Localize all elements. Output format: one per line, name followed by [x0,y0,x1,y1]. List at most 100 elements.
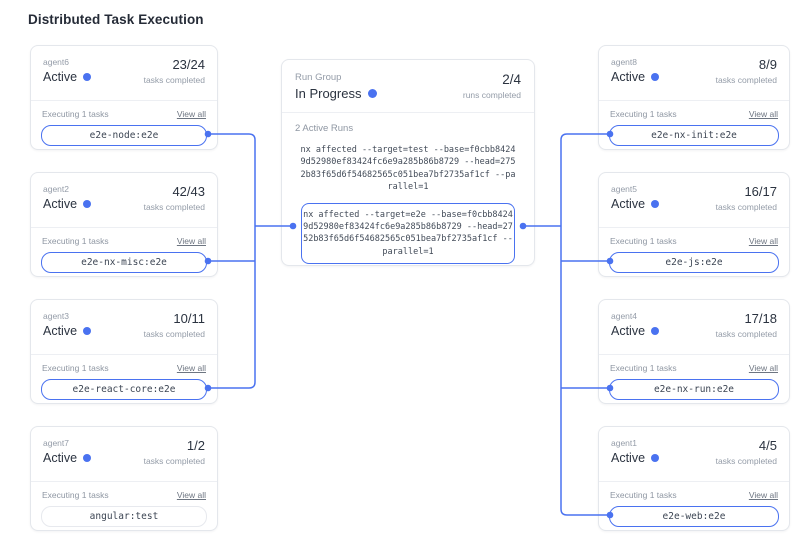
executing-task-pill[interactable]: e2e-nx-misc:e2e [41,252,207,273]
tasks-progress-label: tasks completed [715,456,777,466]
run-command-e2e[interactable]: nx affected --target=e2e --base=f0cbb842… [300,202,516,265]
page-title: Distributed Task Execution [28,12,204,27]
executing-task-pill[interactable]: e2e-nx-run:e2e [609,379,779,400]
run-group-status-label: In Progress [295,86,362,101]
agent-card-agent3: agent3 Active 10/11 tasks completed Exec… [30,299,218,404]
agent-name: agent7 [43,438,69,448]
view-all-link[interactable]: View all [748,236,778,246]
active-status-dot-icon [651,200,660,208]
agent-card-header: agent6 Active 23/24 tasks completed [31,46,217,101]
agent-status-label: Active [611,451,646,465]
tasks-progress: 4/5 [758,438,777,453]
agent-card-agent1: agent1 Active 4/5 tasks completed Execut… [598,426,790,531]
run-group-body: 2 Active Runs nx affected --target=test … [282,113,534,265]
agent-card-footer: Executing 1 tasks View all e2e-react-cor… [31,355,217,400]
view-all-link[interactable]: View all [748,363,778,373]
tasks-progress-label: tasks completed [143,75,205,85]
view-all-link[interactable]: View all [176,363,206,373]
view-all-link[interactable]: View all [176,490,206,500]
executing-label: Executing 1 tasks [610,109,677,119]
executing-label: Executing 1 tasks [42,109,109,119]
executing-task-pill[interactable]: e2e-js:e2e [609,252,779,273]
agent-name: agent4 [611,311,637,321]
active-runs-label: 2 Active Runs [295,123,354,134]
run-group-header: Run Group In Progress 2/4 runs completed [282,60,534,113]
runs-progress: 2/4 [502,72,521,87]
run-command-test[interactable]: nx affected --target=test --base=f0cbb84… [300,145,516,193]
executing-task-pill[interactable]: angular:test [41,506,207,527]
active-status-dot-icon [651,454,660,462]
tasks-progress: 10/11 [173,311,205,326]
tasks-progress: 16/17 [744,184,777,199]
executing-label: Executing 1 tasks [42,236,109,246]
agent-card-footer: Executing 1 tasks View all angular:test [31,482,217,527]
executing-task-pill[interactable]: e2e-web:e2e [609,506,779,527]
agent-name: agent8 [611,57,637,67]
agent-card-footer: Executing 1 tasks View all e2e-node:e2e [31,101,217,146]
agent-status-label: Active [611,70,646,84]
agent-card-footer: Executing 1 tasks View all e2e-nx-init:e… [599,101,789,146]
agent-status: Active [43,324,92,338]
agent-card-header: agent3 Active 10/11 tasks completed [31,300,217,355]
active-status-dot-icon [651,73,660,81]
agent-card-footer: Executing 1 tasks View all e2e-nx-misc:e… [31,228,217,273]
active-status-dot-icon [651,327,660,335]
tasks-progress-label: tasks completed [715,202,777,212]
tasks-progress-label: tasks completed [143,456,205,466]
agent-name: agent1 [611,438,637,448]
agent-card-header: agent1 Active 4/5 tasks completed [599,427,789,482]
agent-card-agent7: agent7 Active 1/2 tasks completed Execut… [30,426,218,531]
tasks-progress-label: tasks completed [143,329,205,339]
agent-card-agent4: agent4 Active 17/18 tasks completed Exec… [598,299,790,404]
agent-card-header: agent4 Active 17/18 tasks completed [599,300,789,355]
view-all-link[interactable]: View all [176,236,206,246]
run-group-label: Run Group [295,72,342,83]
tasks-progress-label: tasks completed [143,202,205,212]
active-status-dot-icon [83,327,92,335]
agent-card-header: agent8 Active 8/9 tasks completed [599,46,789,101]
executing-label: Executing 1 tasks [42,490,109,500]
agent-name: agent2 [43,184,69,194]
agent-card-header: agent2 Active 42/43 tasks completed [31,173,217,228]
agent-status: Active [611,197,660,211]
agent-name: agent5 [611,184,637,194]
executing-label: Executing 1 tasks [42,363,109,373]
agent-name: agent3 [43,311,69,321]
agent-status-label: Active [43,324,78,338]
agent-card-agent5: agent5 Active 16/17 tasks completed Exec… [598,172,790,277]
agent-card-agent6: agent6 Active 23/24 tasks completed Exec… [30,45,218,150]
agent-status-label: Active [43,197,78,211]
agent-status: Active [43,70,92,84]
executing-task-pill[interactable]: e2e-react-core:e2e [41,379,207,400]
agent-card-footer: Executing 1 tasks View all e2e-nx-run:e2… [599,355,789,400]
agent-status-label: Active [611,324,646,338]
tasks-progress: 42/43 [172,184,205,199]
agent-card-header: agent7 Active 1/2 tasks completed [31,427,217,482]
executing-label: Executing 1 tasks [610,490,677,500]
run-group-status: In Progress [295,86,378,101]
active-status-dot-icon [83,73,92,81]
agent-status: Active [611,70,660,84]
agent-status-label: Active [43,70,78,84]
agent-status-label: Active [611,197,646,211]
agent-card-agent2: agent2 Active 42/43 tasks completed Exec… [30,172,218,277]
agent-card-footer: Executing 1 tasks View all e2e-js:e2e [599,228,789,273]
view-all-link[interactable]: View all [176,109,206,119]
active-status-dot-icon [83,454,92,462]
executing-task-pill[interactable]: e2e-nx-init:e2e [609,125,779,146]
active-status-dot-icon [83,200,92,208]
agent-status-label: Active [43,451,78,465]
executing-task-pill[interactable]: e2e-node:e2e [41,125,207,146]
agent-status: Active [43,451,92,465]
tasks-progress: 8/9 [758,57,777,72]
agent-status: Active [611,451,660,465]
agent-status: Active [611,324,660,338]
agent-card-agent8: agent8 Active 8/9 tasks completed Execut… [598,45,790,150]
tasks-progress-label: tasks completed [715,329,777,339]
view-all-link[interactable]: View all [748,490,778,500]
view-all-link[interactable]: View all [748,109,778,119]
agent-status: Active [43,197,92,211]
agent-card-header: agent5 Active 16/17 tasks completed [599,173,789,228]
tasks-progress: 17/18 [744,311,777,326]
agent-name: agent6 [43,57,69,67]
